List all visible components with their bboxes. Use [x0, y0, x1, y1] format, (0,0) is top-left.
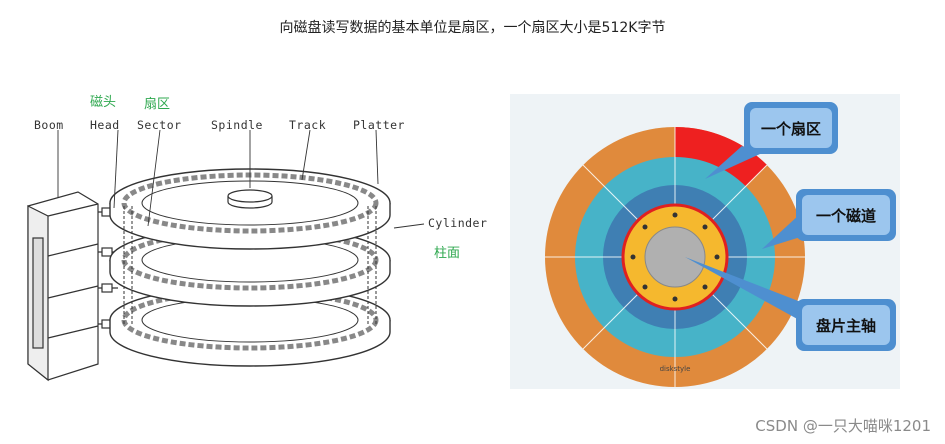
hub-screws [630, 212, 720, 302]
label-boom: Boom [34, 118, 64, 132]
callout-track-label: 一个磁道 [815, 207, 876, 225]
spindle-shape [227, 189, 273, 209]
watermark: CSDN @一只大喵咪1201 [755, 417, 931, 435]
platter-top [109, 168, 391, 250]
platter-bottom [109, 285, 391, 367]
caption: 向磁盘读写数据的基本单位是扇区，一个扇区大小是512K字节 [279, 20, 666, 36]
label-spindle: Spindle [211, 118, 263, 132]
label-cylinder: Cylinder [428, 216, 488, 230]
label-head-cn: 磁头 [90, 95, 117, 110]
callout-sector-label: 一个扇区 [760, 120, 821, 138]
label-sector: Sector [137, 118, 182, 132]
disk-stack-illustration [27, 129, 425, 382]
disk-mechanics-diagram: 磁头 扇区 柱面 Boom Head Sector Spindle Track … [18, 88, 498, 388]
spindle-center [644, 226, 706, 288]
boom-arm [27, 191, 118, 382]
label-platter: Platter [353, 118, 405, 132]
label-sector-cn: 扇区 [144, 97, 171, 112]
platter-rings-illustration: diskstyle [510, 94, 900, 389]
inner-mark-text: diskstyle [660, 365, 691, 373]
callout-spindle-label: 盘片主轴 [815, 317, 876, 335]
callout-spindle-shape [685, 257, 896, 351]
platter-top-view-diagram: diskstyle 一个扇区 一个磁道 盘片主轴 [510, 94, 900, 389]
callout-track-shape [762, 189, 896, 249]
label-cylinder-cn: 柱面 [434, 246, 461, 261]
label-track: Track [289, 118, 327, 132]
callout-sector-shape [705, 102, 838, 179]
label-head: Head [90, 118, 120, 132]
leader-lines [57, 129, 425, 229]
